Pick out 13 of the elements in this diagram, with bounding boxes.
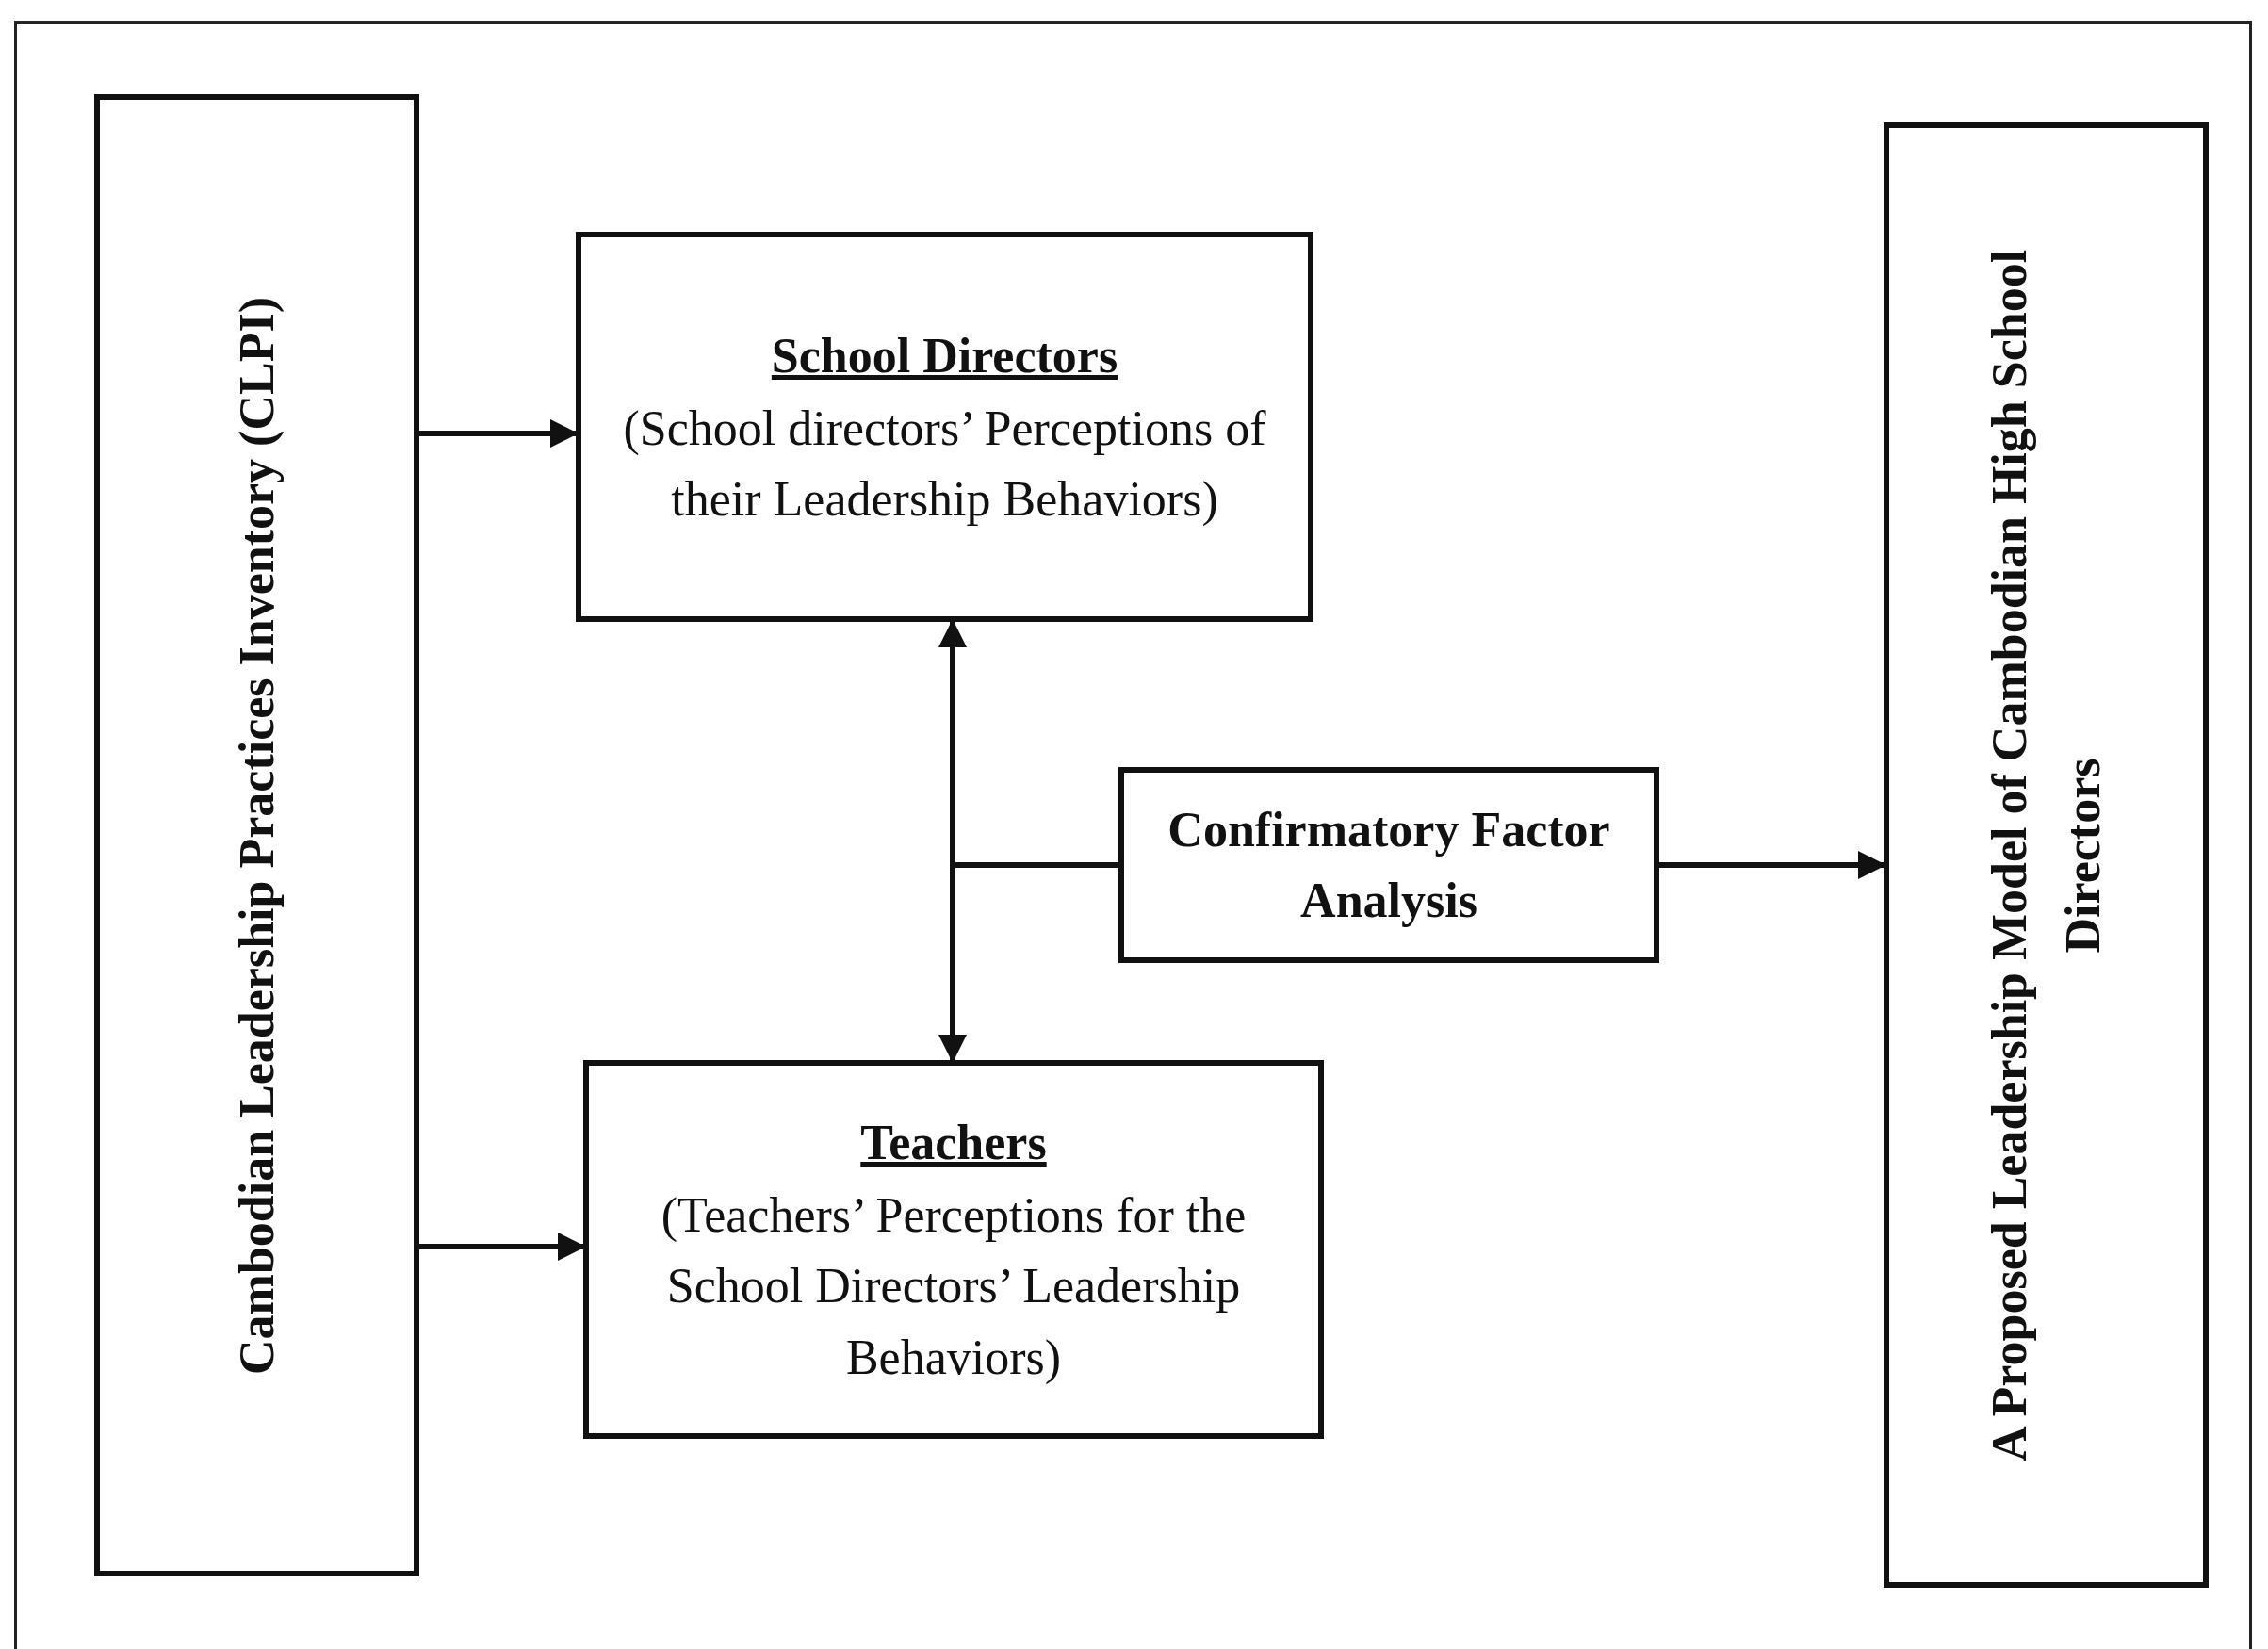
box-heading: School Directors xyxy=(771,327,1118,384)
box-title: Confirmatory Factor Analysis xyxy=(1167,801,1611,929)
box-heading: Teachers xyxy=(860,1114,1047,1171)
box-description: (School directors’ Perceptions of their Leadership Behaviors) xyxy=(622,400,1267,528)
vertical-box xyxy=(1884,122,2209,1588)
process-box xyxy=(583,1060,1324,1439)
process-box xyxy=(576,232,1313,622)
arrow xyxy=(938,862,1118,1063)
box-description: (Teachers’ Perceptions for the School Directors’ Leadership Behaviors) xyxy=(660,1186,1248,1386)
vertical-title: Cambodian Leadership Practices Inventory (CLPI) xyxy=(228,295,285,1377)
vertical-box xyxy=(94,94,419,1576)
vertical-title: A Proposed Leadership Model of Cambodian High School Directors xyxy=(1981,248,2111,1463)
process-box xyxy=(1118,767,1659,963)
